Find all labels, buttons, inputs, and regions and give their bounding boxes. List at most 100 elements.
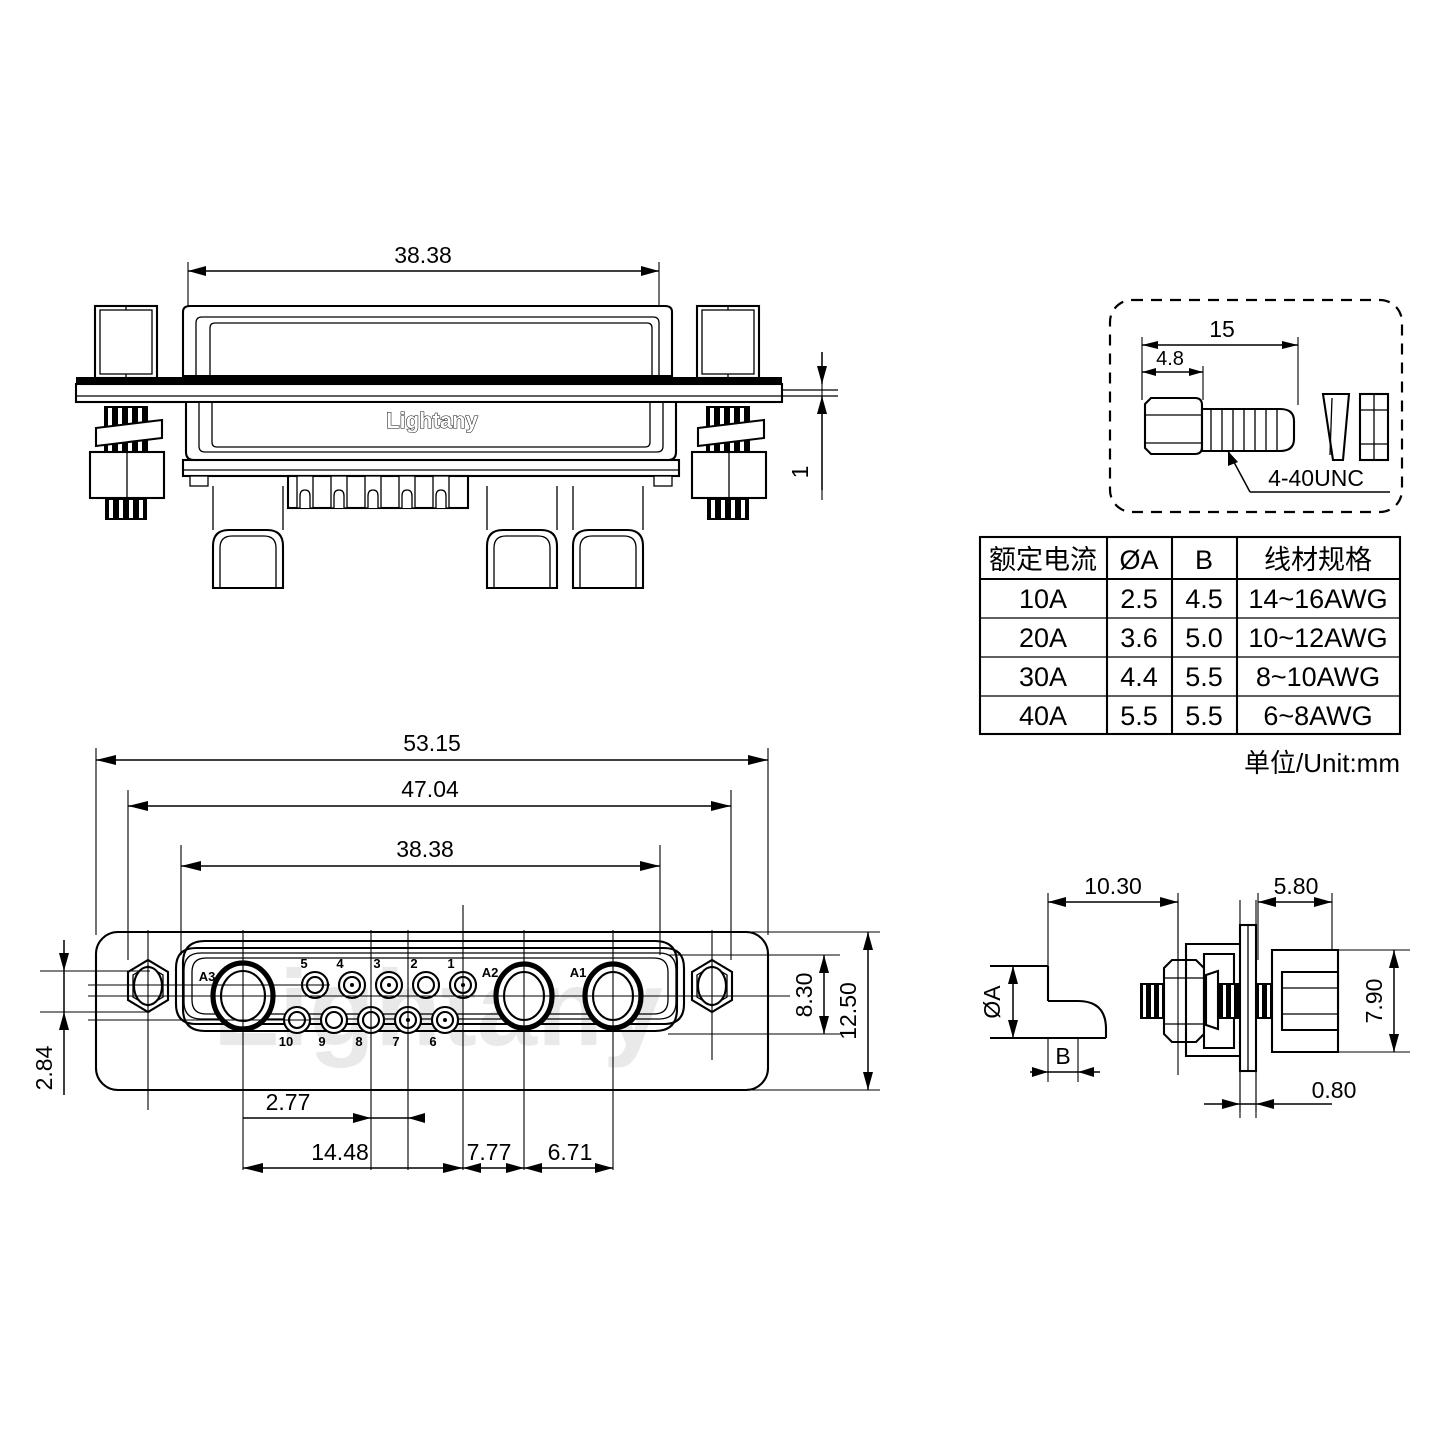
dim-body-height: 7.90 <box>1361 979 1387 1024</box>
screw-detail-group: 15 4.8 <box>1108 298 1404 514</box>
screw-thread <box>1200 407 1296 453</box>
dim-shell-width: 38.38 <box>396 836 454 862</box>
panel-outline <box>94 930 770 1092</box>
dim-body-height-group: 7.90 <box>1330 949 1410 1053</box>
signal-pins <box>296 475 450 509</box>
dim-overall-width: 53.15 <box>403 730 461 756</box>
spec-table: 额定电流 ØA B 线材规格 10A 2.5 4.5 14~16AWG 20A … <box>978 535 1402 778</box>
upper-housing <box>181 304 674 378</box>
dim-a2-to-a1: 6.71 <box>548 1139 593 1165</box>
side-view-centerlines <box>1177 900 1257 1118</box>
dim-overall-height: 12.50 <box>835 982 861 1040</box>
side-view-group: 10.30 5.80 <box>979 873 1410 1118</box>
front-view-group: 53.15 47.04 38.38 Lightany <box>31 730 880 1173</box>
dim-rear-length: 5.80 <box>1274 873 1319 899</box>
lower-housing: Lightany <box>181 400 681 487</box>
signal-pin: 4 <box>336 956 367 1000</box>
pin-label: 4 <box>336 956 344 971</box>
pin-label: 10 <box>279 1034 293 1049</box>
table-header-b: B <box>1195 545 1213 575</box>
table-row: 30A 4.4 5.5 8~10AWG <box>1019 662 1380 692</box>
dim-bore-depth-group: B <box>1030 1038 1100 1082</box>
pin-label: 1 <box>447 956 454 971</box>
cell-current: 20A <box>1019 623 1067 653</box>
front-view-vertical-dimensions: 8.30 12.50 <box>668 931 880 1091</box>
dim-bore-diameter-group: ØA <box>979 966 1018 1038</box>
dim-rear-length-group: 5.80 <box>1257 873 1333 960</box>
screw-detail-box <box>1108 298 1404 514</box>
unit-note: 单位/Unit:mm <box>1244 748 1400 778</box>
dim-pin-pitch: 2.77 <box>266 1089 311 1115</box>
dim-top-width: 38.38 <box>394 242 452 268</box>
dim-screw-head: 4.8 <box>1156 348 1184 370</box>
cell-b: 5.0 <box>1185 623 1223 653</box>
screw-length-dimension: 15 <box>1141 316 1299 405</box>
dim-a3-to-signal: 14.48 <box>311 1139 369 1165</box>
thread-callout-label: 4-40UNC <box>1268 465 1364 491</box>
front-view-pitch-dimensions: 2.77 14.48 7.77 6.71 <box>243 1089 613 1173</box>
signal-pins-top-row: 5 4 3 2 1 <box>300 956 478 1000</box>
table-header-wire: 线材规格 <box>1264 545 1372 575</box>
label-a3: A3 <box>199 969 216 984</box>
table-header-phia: ØA <box>1119 545 1158 575</box>
edge-offset-dimension: 2.84 <box>31 940 150 1095</box>
screw-head <box>1143 396 1204 456</box>
pin-label: 6 <box>429 1034 436 1049</box>
signal-pin: 9 <box>318 1005 349 1049</box>
cell-phia: 3.6 <box>1120 623 1158 653</box>
front-view-dimension-stack: 53.15 47.04 38.38 <box>95 730 769 960</box>
cell-wire: 14~16AWG <box>1248 584 1387 614</box>
top-view-group: 38.38 <box>74 242 838 590</box>
signal-pin: 6 <box>429 1005 460 1049</box>
pin-label: 9 <box>318 1034 325 1049</box>
power-contact-stems <box>211 486 645 590</box>
table-row: 40A 5.5 5.5 6~8AWG <box>1019 701 1373 731</box>
right-jackscrew-assembly <box>690 304 768 520</box>
signal-pin: 2 <box>410 956 441 1000</box>
table-row: 20A 3.6 5.0 10~12AWG <box>1019 623 1388 653</box>
dim-flange-thickness: 1 <box>787 466 813 479</box>
cell-phia: 4.4 <box>1120 662 1158 692</box>
dim-bore-diameter: ØA <box>979 985 1005 1019</box>
signal-pin-block <box>286 474 470 510</box>
signal-pin: 3 <box>373 956 404 1000</box>
pin-label: 8 <box>355 1034 362 1049</box>
d-shell-outline <box>174 939 686 1033</box>
dim-contact-length: 10.30 <box>1084 873 1142 899</box>
dim-panel-thickness-group: 0.80 <box>1204 1052 1356 1112</box>
pin-label: 3 <box>373 956 380 971</box>
screw-small-parts <box>1321 392 1390 462</box>
cell-phia: 5.5 <box>1120 701 1158 731</box>
label-a2: A2 <box>482 965 499 980</box>
label-a1: A1 <box>570 965 587 980</box>
cell-current: 40A <box>1019 701 1067 731</box>
table-header-current: 额定电流 <box>989 545 1097 575</box>
front-view-centerlines <box>88 905 790 1170</box>
cell-b: 5.5 <box>1185 662 1223 692</box>
screw-head-dimension: 4.8 <box>1141 348 1204 400</box>
cell-phia: 2.5 <box>1120 584 1158 614</box>
cell-b: 5.5 <box>1185 701 1223 731</box>
brand-logo-top-view: Lightany <box>386 408 478 433</box>
side-view-hardware <box>1140 923 1340 1073</box>
cell-wire: 6~8AWG <box>1263 701 1372 731</box>
dim-screw-length: 15 <box>1209 316 1235 342</box>
cell-current: 10A <box>1019 584 1067 614</box>
thread-callout: 4-40UNC <box>1227 450 1390 493</box>
dim-panel-thickness: 0.80 <box>1312 1077 1357 1103</box>
pin-label: 2 <box>410 956 417 971</box>
flange-thickness-dimension: 1 <box>787 352 827 500</box>
dim-bore-depth: B <box>1055 1043 1070 1069</box>
cell-current: 30A <box>1019 662 1067 692</box>
cell-wire: 10~12AWG <box>1248 623 1387 653</box>
dim-edge-offset: 2.84 <box>31 1045 57 1090</box>
mounting-flange <box>74 377 838 404</box>
pin-label: 7 <box>392 1034 399 1049</box>
dim-signal-to-a2: 7.77 <box>467 1139 512 1165</box>
table-row: 10A 2.5 4.5 14~16AWG <box>1019 584 1388 614</box>
pin-label: 5 <box>300 956 307 971</box>
cell-b: 4.5 <box>1185 584 1223 614</box>
dim-shell-height: 8.30 <box>791 973 817 1018</box>
cell-wire: 8~10AWG <box>1256 662 1380 692</box>
